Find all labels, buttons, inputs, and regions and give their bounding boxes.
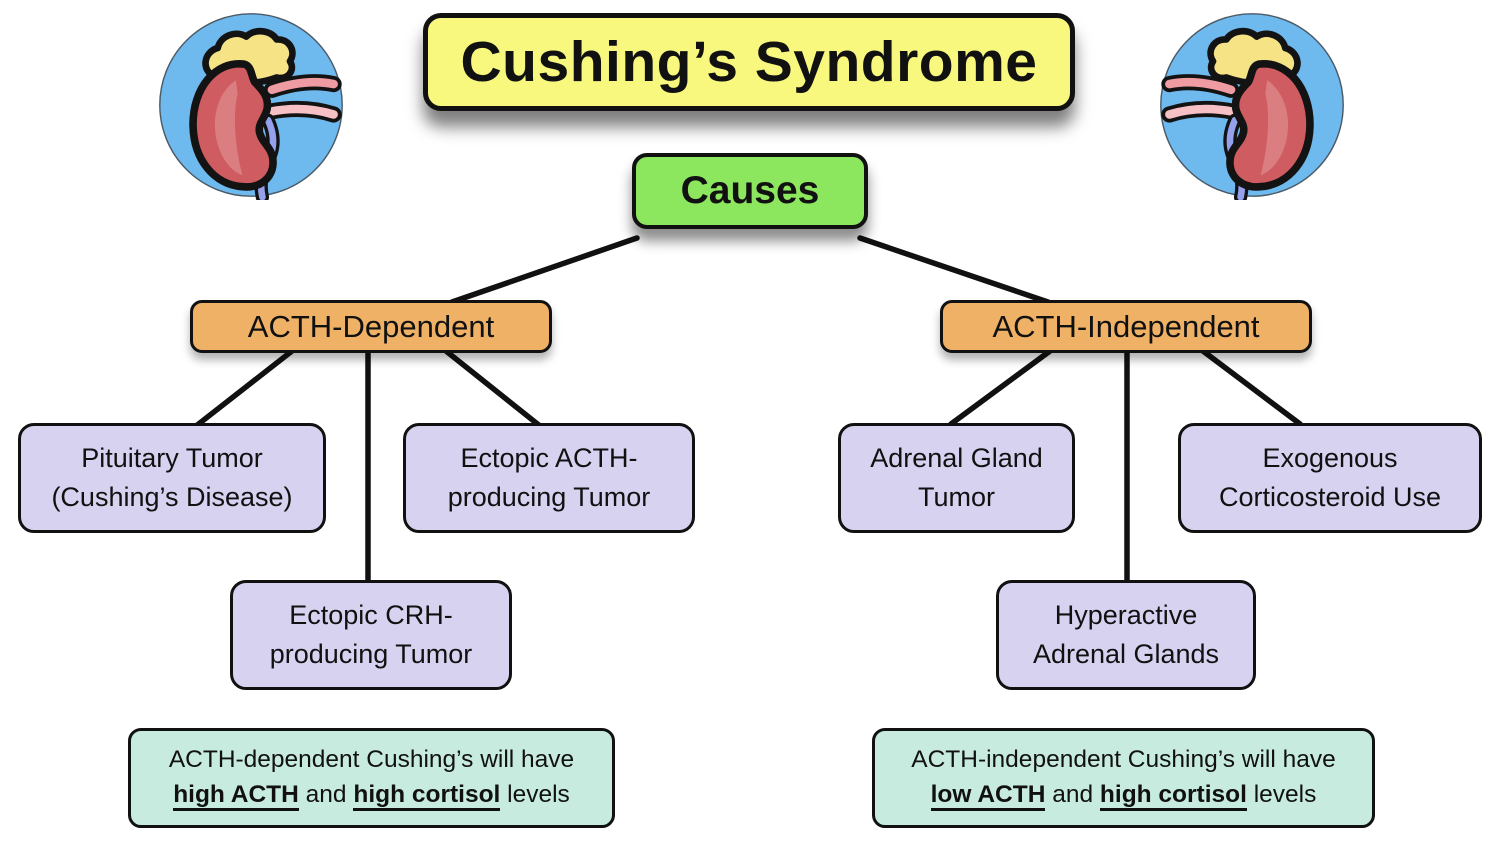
note-acth-independent: ACTH-independent Cushing’s will have low…	[872, 728, 1375, 828]
branch-label: ACTH-Independent	[992, 308, 1260, 344]
note-text: and	[1052, 781, 1094, 808]
node-line: Tumor	[917, 482, 995, 512]
node-adrenal-gland-tumor: Adrenal Gland Tumor	[838, 423, 1075, 533]
page-title: Cushing’s Syndrome	[460, 30, 1038, 94]
connector-line	[948, 348, 1053, 427]
node-ectopic-crh-tumor: Ectopic CRH- producing Tumor	[230, 580, 512, 690]
title-box: Cushing’s Syndrome	[423, 13, 1075, 111]
note-line: high ACTH and high cortisol levels	[173, 778, 570, 813]
connector-line	[193, 348, 295, 429]
node-line: Corticosteroid Use	[1218, 482, 1442, 512]
connector-line	[443, 348, 543, 429]
node-pituitary-tumor: Pituitary Tumor (Cushing’s Disease)	[18, 423, 326, 533]
branch-acth-independent: ACTH-Independent	[940, 300, 1312, 353]
node-line: Hyperactive	[1054, 599, 1198, 630]
causes-node: Causes	[632, 153, 868, 229]
node-hyperactive-adrenal-glands: Hyperactive Adrenal Glands	[996, 580, 1256, 690]
note-highlight: low ACTH	[930, 781, 1046, 811]
note-highlight: high cortisol	[1099, 781, 1247, 811]
note-text: levels	[507, 781, 570, 808]
connector-line	[857, 235, 1051, 305]
note-text: and	[305, 781, 347, 808]
note-line: low ACTH and high cortisol levels	[930, 778, 1317, 813]
kidney-icon-right	[1157, 10, 1347, 200]
node-line: Exogenous	[1262, 442, 1398, 473]
note-acth-dependent: ACTH-dependent Cushing’s will have high …	[128, 728, 615, 828]
node-line: Pituitary Tumor	[81, 442, 263, 473]
node-ectopic-acth-tumor: Ectopic ACTH- producing Tumor	[403, 423, 695, 533]
branch-label: ACTH-Dependent	[247, 308, 495, 344]
note-line: ACTH-independent Cushing’s will have	[911, 746, 1336, 774]
note-line: ACTH-dependent Cushing’s will have	[168, 746, 575, 774]
note-text: levels	[1253, 781, 1317, 808]
causes-label: Causes	[680, 169, 820, 212]
node-line: Ectopic ACTH-	[460, 442, 638, 473]
note-highlight: high ACTH	[173, 781, 299, 811]
note-highlight: high cortisol	[353, 781, 501, 811]
node-line: Ectopic CRH-	[289, 599, 453, 630]
node-line: producing Tumor	[447, 482, 651, 512]
node-line: (Cushing’s Disease)	[51, 482, 293, 512]
connector-line	[449, 235, 640, 305]
kidney-icon-left	[156, 10, 346, 200]
branch-acth-dependent: ACTH-Dependent	[190, 300, 552, 353]
node-exogenous-corticosteroid: Exogenous Corticosteroid Use	[1178, 423, 1482, 533]
node-line: Adrenal Gland	[870, 442, 1043, 473]
node-line: producing Tumor	[269, 639, 473, 669]
connector-line	[1200, 348, 1303, 427]
node-line: Adrenal Glands	[1032, 639, 1220, 669]
